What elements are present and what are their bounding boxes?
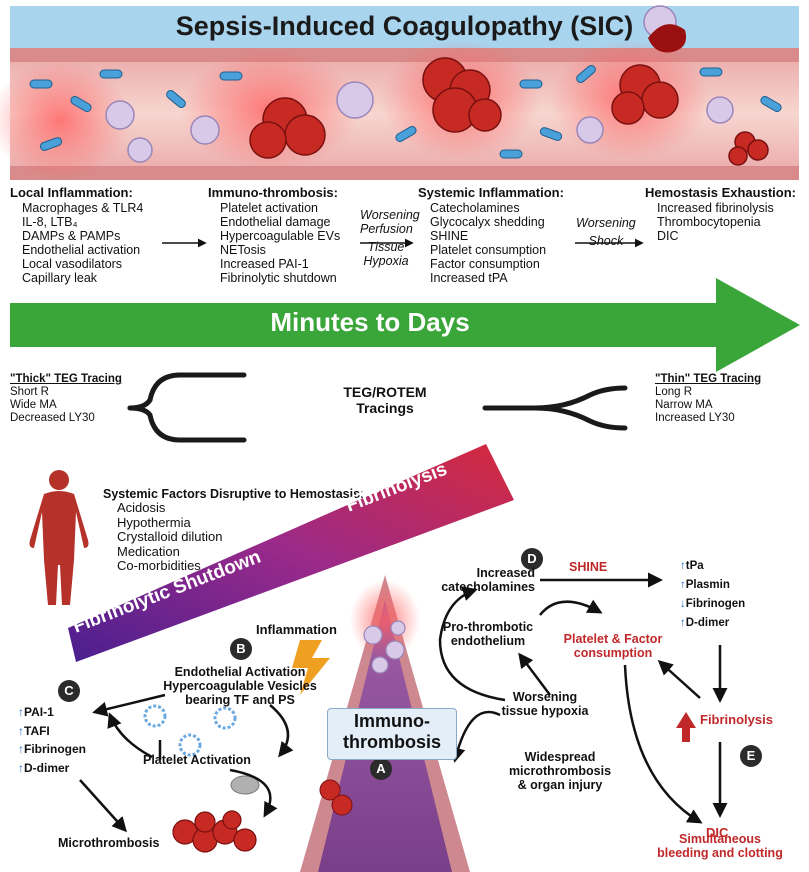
phase-heading: Hemostasis Exhaustion:: [645, 185, 796, 200]
microthrombosis-label: Microthrombosis: [58, 836, 160, 850]
phase-item: Local vasodilators: [22, 256, 123, 271]
badge-a: A: [370, 758, 392, 780]
marker-item: ↑PAI-1: [18, 705, 54, 719]
phase-item: Increased PAI-1: [220, 256, 309, 271]
phase-item: Macrophages & TLR4: [22, 200, 144, 215]
platelet-icon: [230, 775, 260, 795]
phase-heading: Immuno-thrombosis:: [208, 185, 338, 200]
up-arrow-icon: ↑: [18, 742, 24, 757]
phase-heading: Systemic Inflammation:: [418, 185, 564, 200]
shine-label: SHINE: [569, 560, 608, 574]
marker-item: ↑tPa: [680, 560, 704, 572]
phase-item: Increased tPA: [430, 270, 508, 285]
up-arrow-icon: ↑: [680, 560, 686, 572]
phase-local-inflammation: Local Inflammation: Macrophages & TLR4 I…: [10, 185, 144, 285]
endothelial-activation-label: Endothelial Activation Hypercoagulable V…: [163, 665, 317, 707]
phase-item: Increased fibrinolysis: [657, 200, 774, 215]
vessel-illustration: [0, 5, 799, 180]
fibrinolysis-lower-label: Fibrinolysis: [700, 712, 773, 727]
phase-item: Endothelial damage: [220, 214, 331, 229]
up-arrow-icon: ↑: [680, 578, 686, 591]
marker-item: ↑D-dimer: [680, 616, 730, 629]
phase-hemostasis-exhaustion: Hemostasis Exhaustion: Increased fibrino…: [645, 185, 796, 243]
teg-thick-tracing: [127, 372, 247, 443]
immunothrombosis-box: Immuno- thrombosis: [327, 708, 457, 760]
up-arrow-icon: ↑: [18, 705, 24, 719]
tissue-hypoxia-label: Worsening tissue hypoxia: [501, 690, 589, 718]
phase-item: Endothelial activation: [22, 242, 141, 257]
markers-d-list: ↑tPa ↑Plasmin ↓Fibrinogen ↑D-dimer: [680, 557, 745, 633]
phase-item: Factor consumption: [430, 256, 540, 271]
teg-thick-legend: "Thick" TEG Tracing Short R Wide MA Decr…: [10, 373, 122, 424]
phase-item: Glycocalyx shedding: [430, 214, 545, 229]
lightning-icon: [292, 640, 330, 695]
badge-e: E: [740, 745, 762, 767]
marker-item: ↑Plasmin: [680, 578, 730, 591]
vesicles: [143, 704, 237, 757]
inflammation-label: Inflammation: [256, 622, 337, 637]
teg-center-label: TEG/ROTEM Tracings: [343, 384, 427, 416]
badge-c: C: [58, 680, 80, 702]
phase-item: IL-8, LTB₄: [22, 214, 78, 229]
markers-c-list: ↑PAI-1 ↑TAFI ↑Fibrinogen ↑D-dimer: [18, 703, 86, 777]
widespread-label: Widespread microthrombosis & organ injur…: [508, 750, 612, 792]
transition-label-1: Worsening Perfusion Tissue Hypoxia: [360, 208, 420, 268]
phase-immunothrombosis: Immuno-thrombosis: Platelet activation E…: [208, 185, 341, 285]
dic-label: DIC: [706, 825, 729, 840]
phase-item: Fibrinolytic shutdown: [220, 270, 337, 285]
marker-item: ↑TAFI: [18, 723, 50, 738]
badge-b: B: [230, 638, 252, 660]
phase-item: Thrombocytopenia: [657, 214, 761, 229]
consumption-label: Platelet & Factor consumption: [563, 632, 663, 660]
phase-item: DIC: [657, 228, 679, 243]
page-title: Sepsis-Induced Coagulopathy (SIC): [175, 11, 634, 41]
phase-item: Catecholamines: [430, 200, 520, 215]
flow-arrows: [79, 572, 728, 833]
marker-item: ↑D-dimer: [18, 760, 70, 775]
human-figure: [29, 470, 89, 605]
phase-item: NETosis: [220, 242, 266, 257]
marker-item: ↓Fibrinogen: [680, 597, 746, 610]
prothrombotic-label: Pro-thrombotic endothelium: [442, 620, 534, 648]
phase-item: Platelet activation: [220, 200, 318, 215]
up-arrow-icon: ↑: [18, 723, 24, 738]
phase-item: DAMPs & PAMPs: [22, 228, 121, 243]
microthrombus-clot: [172, 810, 257, 853]
teg-thin-tracing: [482, 385, 628, 431]
down-arrow-icon: ↓: [680, 597, 686, 610]
catecholamines-label: Increased catecholamines: [441, 566, 535, 594]
phase-item: Capillary leak: [22, 270, 98, 285]
simultaneous-label: Simultaneous bleeding and clotting: [657, 832, 783, 860]
timeline-label: Minutes to Days: [270, 307, 470, 337]
up-arrow-icon: ↑: [18, 760, 24, 775]
phase-heading: Local Inflammation:: [10, 185, 133, 200]
phase-systemic-inflammation: Systemic Inflammation: Catecholamines Gl…: [418, 185, 564, 285]
fibrinolysis-gradient-bar: [68, 444, 514, 662]
transition-label-2: Worsening Shock: [576, 216, 636, 248]
systemic-factors: Systemic Factors Disruptive to Hemostasi…: [103, 487, 365, 574]
phase-item: Platelet consumption: [430, 242, 547, 257]
platelet-activation-label: Platelet Activation: [143, 753, 251, 767]
phase-item: Hypercoagulable EVs: [220, 228, 341, 243]
marker-item: ↑Fibrinogen: [18, 742, 86, 757]
badge-d: D: [521, 548, 543, 570]
up-arrow-icon: ↑: [680, 616, 686, 629]
phase-item: SHINE: [430, 228, 469, 243]
teg-thin-legend: "Thin" TEG Tracing Long R Narrow MA Incr…: [655, 373, 762, 424]
timeline-arrow: [10, 278, 800, 372]
fibrinolysis-up-arrow: [676, 712, 696, 742]
